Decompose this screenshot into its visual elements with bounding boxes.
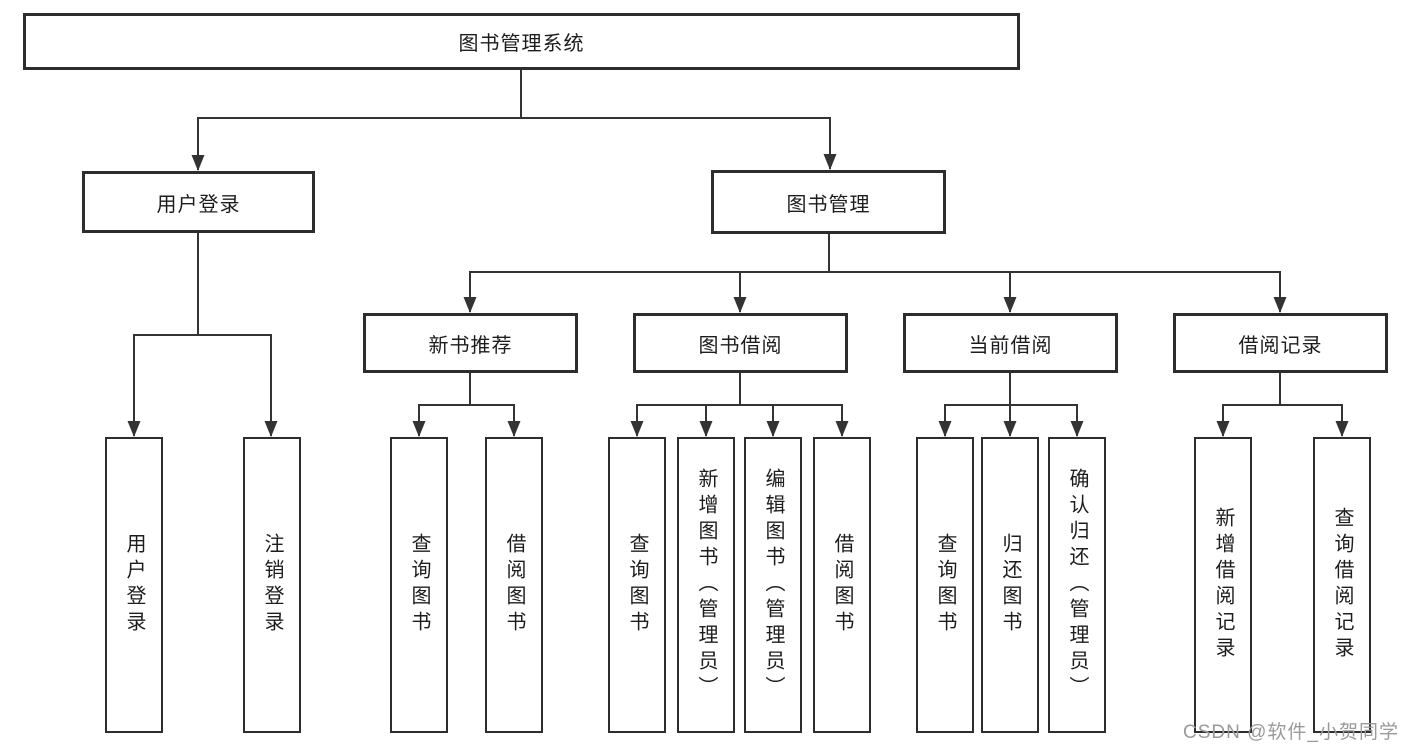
leaf-return-book: 归还图书 xyxy=(981,437,1039,733)
leaf-add-borrow-record: 新增借阅记录 xyxy=(1194,437,1252,733)
leaf-query-book-1-label: 查询图书 xyxy=(408,533,430,637)
leaf-user-login: 用户登录 xyxy=(105,437,163,733)
node-user-login: 用户登录 xyxy=(82,171,315,233)
node-current-borrow: 当前借阅 xyxy=(903,313,1118,373)
node-user-login-label: 用户登录 xyxy=(156,193,241,216)
node-book-borrow-label: 图书借阅 xyxy=(698,334,783,357)
leaf-borrow-book-2: 借阅图书 xyxy=(813,437,871,733)
leaf-query-book-2: 查询图书 xyxy=(608,437,666,733)
leaf-add-book-admin: 新增图书（管理员） xyxy=(677,437,735,733)
leaf-logout-label: 注销登录 xyxy=(261,533,283,637)
node-current-borrow-label: 当前借阅 xyxy=(968,334,1053,357)
node-new-book-recommend-label: 新书推荐 xyxy=(428,334,513,357)
leaf-confirm-return-admin: 确认归还（管理员） xyxy=(1048,437,1106,733)
node-library-system: 图书管理系统 xyxy=(23,13,1020,70)
leaf-query-book-1: 查询图书 xyxy=(390,437,448,733)
leaf-query-book-2-label: 查询图书 xyxy=(626,533,648,637)
leaf-query-borrow-record: 查询借阅记录 xyxy=(1313,437,1371,733)
node-library-system-label: 图书管理系统 xyxy=(458,33,585,55)
node-borrow-records-label: 借阅记录 xyxy=(1238,334,1323,357)
leaf-query-book-3: 查询图书 xyxy=(916,437,974,733)
node-book-borrow: 图书借阅 xyxy=(633,313,848,373)
leaf-add-book-admin-label: 新增图书（管理员） xyxy=(695,468,717,702)
leaf-borrow-book-2-label: 借阅图书 xyxy=(831,533,853,637)
leaf-borrow-book-1-label: 借阅图书 xyxy=(503,533,525,637)
node-book-management-label: 图书管理 xyxy=(786,193,871,216)
leaf-edit-book-admin: 编辑图书（管理员） xyxy=(744,437,802,733)
node-new-book-recommend: 新书推荐 xyxy=(363,313,578,373)
leaf-return-book-label: 归还图书 xyxy=(999,533,1021,637)
node-borrow-records: 借阅记录 xyxy=(1173,313,1388,373)
leaf-add-borrow-record-label: 新增借阅记录 xyxy=(1212,507,1234,663)
leaf-query-book-3-label: 查询图书 xyxy=(934,533,956,637)
node-book-management: 图书管理 xyxy=(711,170,946,234)
leaf-user-login-label: 用户登录 xyxy=(123,533,145,637)
leaf-confirm-return-admin-label: 确认归还（管理员） xyxy=(1066,468,1088,702)
leaf-query-borrow-record-label: 查询借阅记录 xyxy=(1331,507,1353,663)
leaf-edit-book-admin-label: 编辑图书（管理员） xyxy=(762,468,784,702)
leaf-logout: 注销登录 xyxy=(243,437,301,733)
csdn-watermark: CSDN @软件_小贺同学 xyxy=(1183,722,1399,743)
leaf-borrow-book-1: 借阅图书 xyxy=(485,437,543,733)
